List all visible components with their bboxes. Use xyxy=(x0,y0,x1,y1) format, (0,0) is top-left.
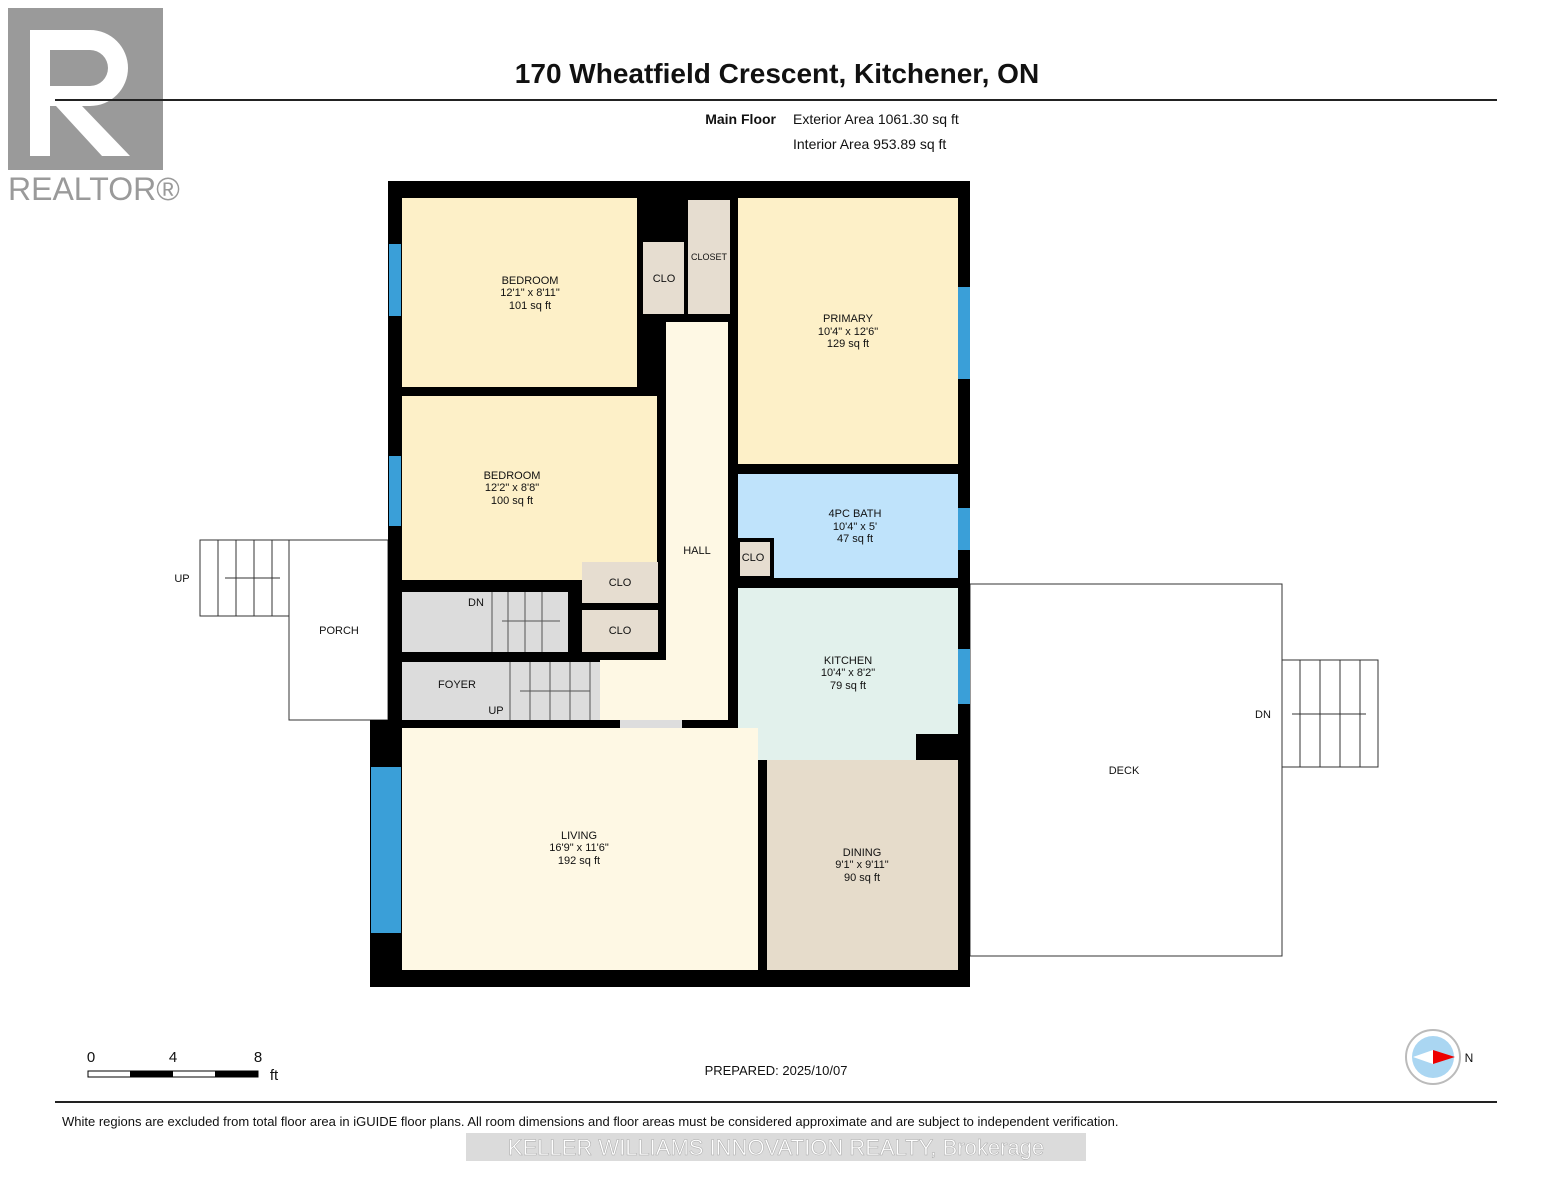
svg-text:47 sq ft: 47 sq ft xyxy=(837,533,873,545)
label-bedroom-1: BEDROOM 12'1" x 8'11" 101 sq ft xyxy=(500,275,560,312)
label-closet: CLOSET xyxy=(691,252,728,262)
svg-text:4PC BATH: 4PC BATH xyxy=(829,508,882,520)
deck-label: DECK xyxy=(1109,765,1140,777)
svg-text:9'1" x 9'11": 9'1" x 9'11" xyxy=(835,859,888,871)
label-foyer-up: UP xyxy=(488,705,503,717)
svg-text:4: 4 xyxy=(169,1049,177,1066)
room-kitchen xyxy=(738,588,958,760)
interior-area: Interior Area 953.89 sq ft xyxy=(793,136,946,152)
watermark: KELLER WILLIAMS INNOVATION REALTY, Broke… xyxy=(466,1133,1086,1161)
svg-text:12'2" x 8'8": 12'2" x 8'8" xyxy=(485,482,539,494)
svg-text:N: N xyxy=(1465,1051,1474,1065)
label-clo-3: CLO xyxy=(609,625,632,637)
label-hall: HALL xyxy=(683,545,711,557)
porch xyxy=(288,539,389,721)
svg-text:LIVING: LIVING xyxy=(561,830,597,842)
svg-text:KITCHEN: KITCHEN xyxy=(824,655,872,667)
label-clo-1: CLO xyxy=(653,273,676,285)
exterior-area: Exterior Area 1061.30 sq ft xyxy=(793,111,959,127)
room-clo-bath xyxy=(736,538,774,580)
room-closet xyxy=(688,200,730,314)
svg-text:BEDROOM: BEDROOM xyxy=(502,275,559,287)
room-bedroom-2 xyxy=(402,396,657,580)
realtor-logo: REALTOR® xyxy=(8,8,180,207)
svg-text:ft: ft xyxy=(270,1067,279,1084)
svg-text:192 sq ft: 192 sq ft xyxy=(558,855,600,867)
prepared-date: PREPARED: 2025/10/07 xyxy=(705,1063,848,1078)
windows xyxy=(371,244,970,933)
room-hall xyxy=(666,322,728,720)
svg-text:KELLER WILLIAMS INNOVATION REA: KELLER WILLIAMS INNOVATION REALTY, Broke… xyxy=(508,1135,1044,1160)
scale-bar: 0 4 8 ft xyxy=(87,1049,279,1084)
room-dining xyxy=(767,760,958,970)
compass-icon: N xyxy=(1405,1029,1474,1085)
label-foyer: FOYER xyxy=(438,679,476,691)
deck-stairs-dn-label: DN xyxy=(1255,709,1271,721)
svg-text:0: 0 xyxy=(87,1049,95,1066)
room-clo-3 xyxy=(582,610,658,652)
svg-text:90 sq ft: 90 sq ft xyxy=(844,872,880,884)
svg-text:10'4" x 12'6": 10'4" x 12'6" xyxy=(818,326,878,338)
label-living: LIVING 16'9" x 11'6" 192 sq ft xyxy=(549,830,609,867)
page-title: 170 Wheatfield Crescent, Kitchener, ON xyxy=(515,58,1039,89)
room-living xyxy=(402,728,758,970)
svg-text:REALTOR®: REALTOR® xyxy=(8,171,180,207)
label-dining: DINING 9'1" x 9'11" 90 sq ft xyxy=(835,847,888,884)
room-primary xyxy=(738,198,958,464)
svg-text:101 sq ft: 101 sq ft xyxy=(509,300,551,312)
label-stairs-dn: DN xyxy=(468,597,484,609)
label-4pc-bath: 4PC BATH 10'4" x 5' 47 sq ft xyxy=(829,508,882,545)
svg-text:DINING: DINING xyxy=(843,847,882,859)
porch-stairs-up-label: UP xyxy=(174,573,189,585)
svg-text:12'1" x 8'11": 12'1" x 8'11" xyxy=(500,287,560,299)
disclaimer: White regions are excluded from total fl… xyxy=(62,1114,1118,1129)
svg-text:100 sq ft: 100 sq ft xyxy=(491,495,533,507)
svg-text:BEDROOM: BEDROOM xyxy=(484,470,541,482)
svg-text:PRIMARY: PRIMARY xyxy=(823,313,874,325)
porch-label: PORCH xyxy=(319,625,359,637)
svg-text:16'9" x 11'6": 16'9" x 11'6" xyxy=(549,842,609,854)
label-primary: PRIMARY 10'4" x 12'6" 129 sq ft xyxy=(818,313,878,350)
svg-text:10'4" x 8'2": 10'4" x 8'2" xyxy=(821,667,875,679)
label-clo-bath: CLO xyxy=(742,552,765,564)
room-4pc-bath xyxy=(738,474,958,578)
svg-text:8: 8 xyxy=(254,1049,262,1066)
room-clo-2 xyxy=(582,562,658,603)
svg-text:10'4" x 5': 10'4" x 5' xyxy=(833,521,877,533)
svg-text:129 sq ft: 129 sq ft xyxy=(827,338,869,350)
label-clo-2: CLO xyxy=(609,577,632,589)
label-kitchen: KITCHEN 10'4" x 8'2" 79 sq ft xyxy=(821,655,875,692)
label-bedroom-2: BEDROOM 12'2" x 8'8" 100 sq ft xyxy=(484,470,541,507)
floor-name: Main Floor xyxy=(705,111,776,127)
room-bedroom-1 xyxy=(402,198,637,387)
svg-text:79 sq ft: 79 sq ft xyxy=(830,680,866,692)
deck xyxy=(969,583,1283,957)
room-clo-1 xyxy=(643,242,684,314)
stairs-down xyxy=(402,592,568,652)
